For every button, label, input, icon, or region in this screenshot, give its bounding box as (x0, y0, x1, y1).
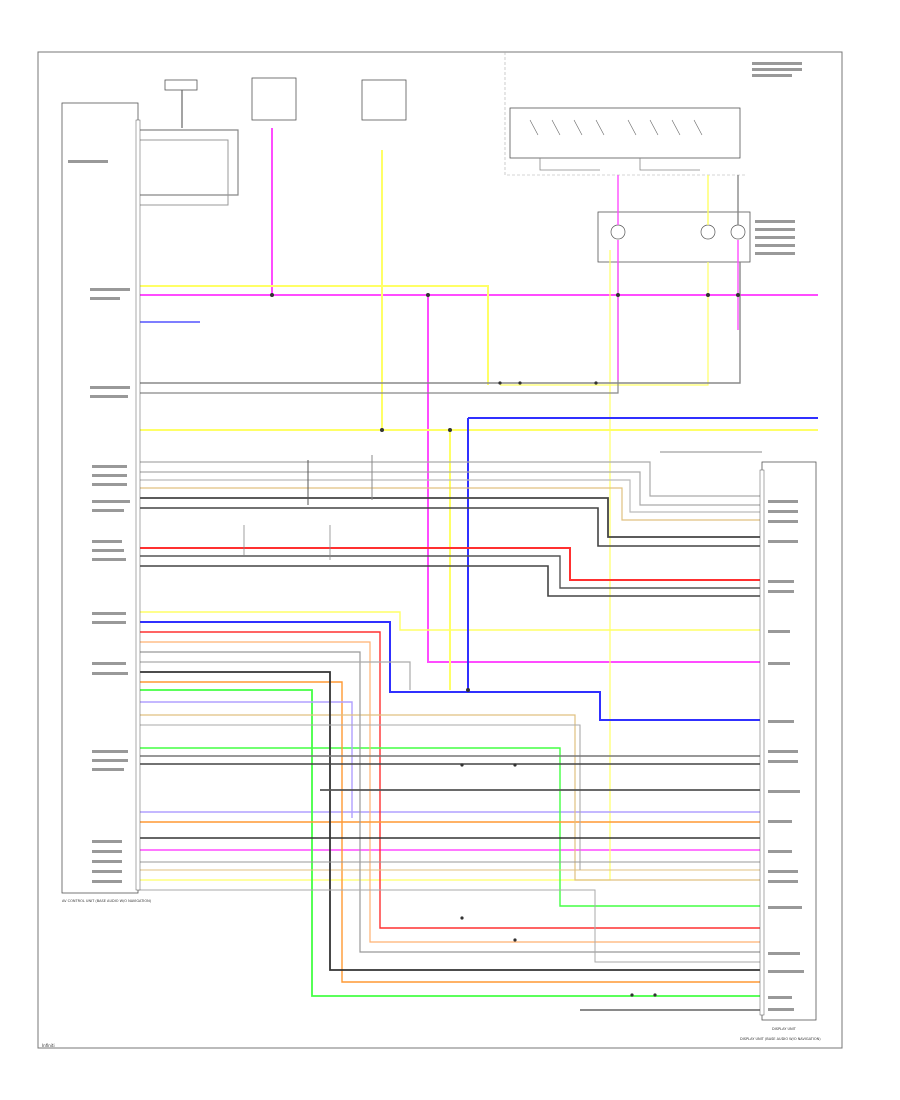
right-pin-column (759, 469, 765, 1016)
wire-blue-front (138, 621, 762, 721)
wire-gray-3 (138, 461, 762, 497)
wire-green-2 (138, 747, 762, 907)
wire-gray-5 (138, 479, 762, 513)
av-control-unit-box (61, 102, 139, 894)
wire-red-lower (138, 631, 762, 929)
fuse-box-left (251, 77, 297, 121)
wire-gray-8 (138, 724, 581, 870)
wire-orange-1 (138, 681, 762, 983)
wire-steer-1 (539, 158, 600, 171)
diagram-frame (37, 51, 843, 1049)
bulb-3 (730, 224, 746, 240)
bulb-1 (610, 224, 626, 240)
wire-gray-top1 (138, 129, 239, 196)
wire-gray-6 (138, 651, 762, 953)
wire-yellow-lower (138, 250, 611, 881)
wire-yellow-top (138, 285, 489, 385)
steering-switch-box (509, 107, 741, 159)
wire-steer-2 (639, 158, 700, 171)
module-right-top-label: DISPLAY UNIT (772, 1027, 797, 1031)
footer-left-text: Infiniti (42, 1043, 55, 1048)
wire-black-3 (138, 555, 762, 589)
wire-pink-main (271, 128, 818, 296)
wire-black-2 (138, 507, 762, 547)
display-unit-box (761, 461, 817, 1021)
wire-red (138, 547, 762, 581)
wires (138, 90, 818, 1011)
splice-points (270, 293, 740, 997)
wire-black-4 (138, 565, 762, 597)
wire-gray-2 (138, 262, 619, 394)
right-labels (752, 62, 804, 1011)
module-left-label: AV CONTROL UNIT (BASE AUDIO W/O NAVIGATI… (62, 899, 152, 903)
wire-lavender (138, 701, 353, 818)
wire-gray-top2 (138, 139, 229, 206)
illumination-box (597, 211, 751, 263)
switch-contacts (529, 119, 703, 136)
module-right-label: DISPLAY UNIT (BASE AUDIO W/O NAVIGATION) (740, 1037, 821, 1041)
switch-region-border (504, 52, 745, 176)
bulb-2 (700, 224, 716, 240)
wire-gray-7 (138, 661, 411, 690)
wire-green-1 (138, 689, 762, 997)
wire-black-1 (138, 497, 762, 538)
top-left-connector (164, 79, 198, 91)
wire-gray-12 (138, 889, 762, 963)
left-labels (68, 160, 130, 883)
fuse-box-right (361, 79, 407, 121)
left-pin-column (135, 119, 141, 891)
wire-gray-4 (138, 471, 762, 506)
wire-tan-2 (138, 487, 762, 521)
wire-gray-1 (138, 262, 741, 384)
wire-orange-2 (138, 641, 762, 943)
wire-black-5 (138, 671, 762, 971)
wire-tan-1 (138, 714, 762, 881)
wire-yellow-ill (500, 262, 709, 386)
wire-yellow-front (138, 611, 762, 631)
wire-pink-down (427, 295, 762, 663)
